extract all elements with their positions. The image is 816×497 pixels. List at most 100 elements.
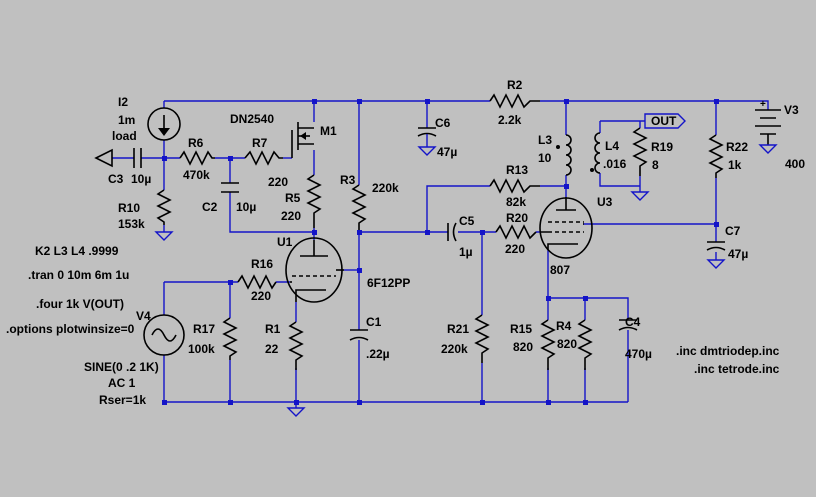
r4-ref: R4 [556,319,572,333]
directive-options: .options plotwinsize=0 [6,322,135,336]
r6-ref: R6 [188,136,204,150]
v4-ac-line: AC 1 [108,376,136,390]
c1-ref: C1 [366,315,382,329]
r17-resistor[interactable] [222,317,238,360]
l3-inductor[interactable] [565,134,572,176]
r16-ref: R16 [251,257,273,271]
c2-capacitor[interactable] [221,182,239,193]
r5-ref: R5 [285,191,301,205]
r2-resistor[interactable] [489,93,540,109]
r20-value: 220 [505,242,525,256]
r21-value: 220k [441,342,468,356]
c6-capacitor[interactable] [417,127,437,147]
svg-text:+: + [760,99,766,110]
r6-resistor[interactable] [179,150,215,166]
directive-four: .four 1k V(OUT) [36,297,124,311]
u1-model: 6F12PP [367,276,410,290]
ground-icon [758,144,778,154]
v3-voltage-source[interactable]: + [755,99,781,145]
directive-k: K2 L3 L4 .9999 [35,244,119,258]
ground-icon [154,231,174,241]
c1-capacitor[interactable] [349,329,369,341]
r13-value: 82k [506,195,526,209]
c7-value: 47µ [728,247,748,261]
r17-ref: R17 [193,322,215,336]
r22-value: 1k [728,158,742,172]
r19-resistor[interactable] [632,127,648,176]
r1-value: 22 [265,342,279,356]
r19-value: 8 [652,158,659,172]
r5-resistor[interactable] [306,174,322,228]
v4-source-params: SINE(0 .2 1K) AC 1 Rser=1k [84,360,159,407]
c5-capacitor[interactable] [447,222,457,242]
m1-ref: M1 [320,124,337,138]
c2-value: 10µ [236,200,256,214]
r7-resistor[interactable] [244,150,283,166]
r17-value: 100k [188,342,215,356]
v4-rser-line: Rser=1k [99,393,146,407]
directive-inc-1: .inc dmtriodep.inc [676,344,780,358]
directive-tran: .tran 0 10m 6m 1u [28,268,129,282]
v3-ref: V3 [784,103,799,117]
r21-ref: R21 [447,322,469,336]
r4-resistor[interactable] [577,319,593,370]
l4-inductor[interactable] [594,132,601,174]
r3-ref: R3 [340,173,356,187]
r10-resistor[interactable] [156,189,172,225]
v4-sine-source[interactable] [143,314,185,356]
wires [112,100,769,408]
u1-triode-tube[interactable] [285,237,344,303]
r13-ref: R13 [506,163,528,177]
ground-icon [630,191,650,201]
i2-current-source[interactable] [147,107,181,141]
out-net-label[interactable] [644,113,686,129]
r2-ref: R2 [507,78,523,92]
m1-mosfet[interactable] [291,122,314,158]
r20-resistor[interactable] [495,224,537,240]
l3-dot-icon [556,145,560,149]
i2-value: 1m [118,113,135,127]
c3-value: 10µ [131,172,151,186]
r16-resistor[interactable] [237,274,277,290]
r5-value: 220 [281,209,301,223]
r15-resistor[interactable] [540,319,556,370]
r19-ref: R19 [651,140,673,154]
r22-resistor[interactable] [708,134,724,178]
v4-ref: V4 [136,309,151,323]
c1-value: .22µ [366,347,390,361]
r3-value: 220k [372,181,399,195]
c5-value: 1µ [459,245,473,259]
r15-value: 820 [513,340,533,354]
r10-value: 153k [118,217,145,231]
m1-model: DN2540 [230,112,274,126]
r3-resistor[interactable] [351,184,367,230]
u3-tetrode-tube[interactable] [539,197,593,259]
c7-capacitor[interactable] [706,241,726,251]
l4-dot-icon [590,168,594,172]
c6-ref: C6 [435,116,451,130]
r2-value: 2.2k [498,113,522,127]
c7-ref: C7 [725,224,741,238]
ground-icon [706,259,726,269]
c6-value: 47µ [437,145,457,159]
r1-resistor[interactable] [288,321,304,370]
r1-ref: R1 [265,322,281,336]
r7-value: 220 [268,175,288,189]
c4-capacitor[interactable] [618,319,638,331]
c3-capacitor[interactable] [133,148,142,168]
junction-dots [162,99,719,405]
r22-ref: R22 [726,140,748,154]
i2-extra: load [112,129,137,143]
i2-ref: I2 [118,95,128,109]
r21-resistor[interactable] [474,314,490,363]
l3-ref: L3 [538,133,552,147]
r16-value: 220 [251,289,271,303]
l4-value: .016 [603,157,627,171]
r13-resistor[interactable] [489,178,540,194]
r20-ref: R20 [506,211,528,225]
c4-value: 470µ [625,347,652,361]
ground-icons [154,144,778,417]
u1-ref: U1 [277,235,293,249]
